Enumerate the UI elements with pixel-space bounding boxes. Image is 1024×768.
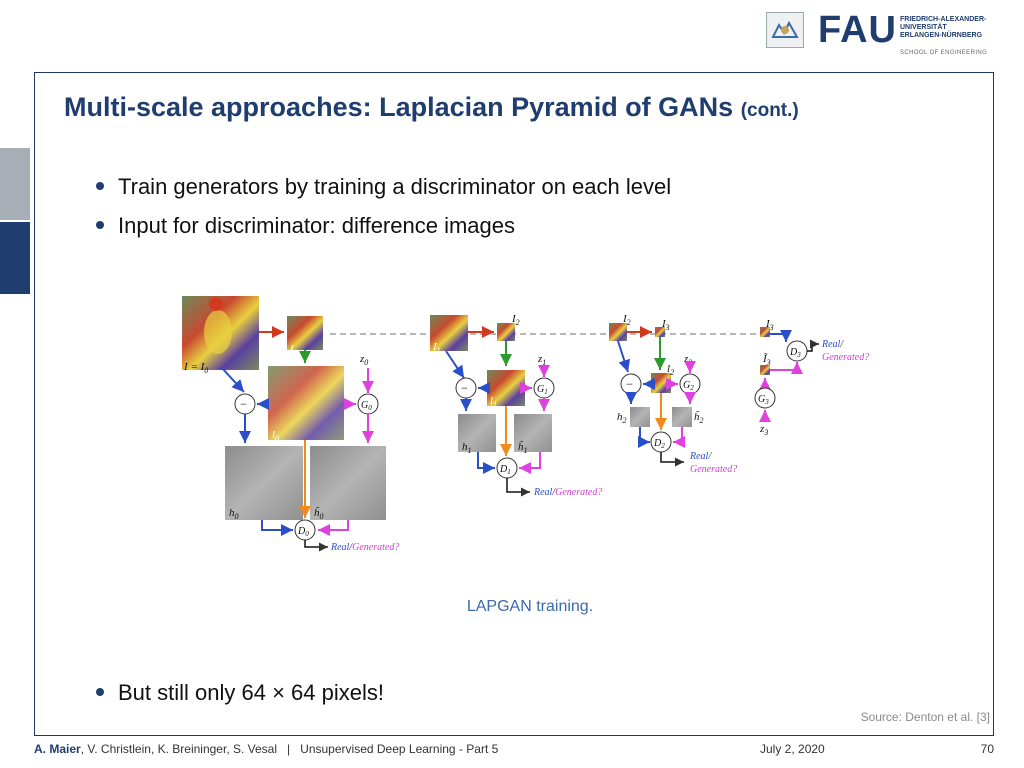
label-h1-tilde: h̃1: [518, 440, 528, 455]
bullet-3: But still only 64 × 64 pixels!: [96, 680, 384, 706]
image-I3: [655, 327, 665, 337]
bullet-dot-icon: [96, 688, 104, 697]
svg-text:−: −: [240, 397, 247, 411]
label-z1: z1: [537, 353, 546, 367]
label-h0: h0: [229, 507, 239, 521]
image-I2-level2: [609, 323, 627, 341]
source-citation: Source: Denton et al. [3]: [860, 710, 990, 724]
side-tab-lower: [0, 222, 30, 294]
bullet-1: Train generators by training a discrimin…: [96, 174, 671, 200]
svg-text:−: −: [626, 377, 633, 391]
svg-text:G0: G0: [361, 400, 372, 412]
label-z0: z0: [359, 353, 368, 367]
image-l1: [487, 370, 525, 406]
fau-school: SCHOOL OF ENGINEERING: [900, 50, 988, 56]
svg-text:I3: I3: [765, 318, 774, 332]
svg-text:D3: D3: [789, 347, 801, 359]
label-h2-tilde: h̃2: [694, 410, 704, 425]
output-label-2-real: Real/: [689, 451, 712, 462]
output-label-2-generated: Generated?: [690, 464, 737, 475]
image-I1: [287, 316, 323, 350]
image-h1: [458, 414, 496, 452]
label-z3: z3: [759, 423, 768, 437]
image-h2: [630, 407, 650, 427]
svg-text:G3: G3: [758, 394, 769, 406]
svg-text:D2: D2: [653, 438, 665, 450]
image-I3-tilde: [760, 365, 770, 375]
svg-text:D1: D1: [499, 464, 511, 476]
label-I1: I1: [289, 343, 298, 357]
figure-caption: LAPGAN training.: [466, 598, 594, 615]
side-tab-upper: [0, 148, 30, 220]
label-I3: I3: [661, 318, 670, 332]
fau-logo-word: FAU: [818, 9, 897, 51]
image-h2-tilde: [672, 407, 692, 427]
svg-text:I1: I1: [432, 341, 441, 355]
footer-page-number: 70: [980, 742, 994, 756]
output-label-3-real: Real/: [821, 339, 844, 350]
label-h1: h1: [462, 441, 472, 455]
svg-text:D0: D0: [297, 526, 309, 538]
image-l0: [268, 366, 344, 440]
bullet-dot-icon: [96, 182, 104, 191]
label-I2: I2: [511, 313, 520, 327]
image-h0-tilde: [310, 446, 386, 520]
image-I3-level3: [760, 327, 770, 337]
fau-emblem-icon: [766, 12, 804, 48]
svg-text:−: −: [461, 381, 468, 395]
bullet-dot-icon: [96, 221, 104, 230]
label-l1: l1: [490, 395, 497, 409]
image-h1-tilde: [514, 414, 552, 452]
image-I2: [497, 323, 515, 341]
output-label-1: Real/Generated?: [533, 487, 602, 498]
image-h0: [225, 446, 303, 520]
output-label-0: Real/Generated?: [330, 542, 399, 553]
label-l2: l2: [667, 363, 674, 377]
svg-text:G2: G2: [683, 380, 694, 392]
output-label-3-generated: Generated?: [822, 352, 869, 363]
bullet-2: Input for discriminator: difference imag…: [96, 213, 515, 239]
svg-text:I2: I2: [622, 313, 631, 327]
node-G3: [754, 387, 776, 409]
slide-title: Multi-scale approaches: Laplacian Pyrami…: [64, 92, 799, 122]
fau-logo-text: FRIEDRICH-ALEXANDER- UNIVERSITÄT ERLANGE…: [900, 16, 987, 39]
footer-date: July 2, 2020: [760, 742, 825, 756]
slide-frame: [34, 72, 994, 736]
footer-authors: A. Maier, V. Christlein, K. Breininger, …: [34, 742, 499, 756]
label-z2: z2: [683, 353, 692, 367]
label-h2: h2: [617, 411, 627, 425]
footer-course: Unsupervised Deep Learning - Part 5: [300, 742, 499, 756]
svg-text:G1: G1: [537, 384, 548, 396]
label-h0-tilde: h̃0: [314, 506, 324, 521]
image-I1-level1: [430, 315, 468, 351]
label-l0: l0: [272, 429, 279, 443]
label-I0: I = I0: [183, 361, 208, 375]
label-I3-tilde: Ĩ3: [762, 353, 771, 367]
image-l2: [651, 373, 671, 393]
footer: A. Maier, V. Christlein, K. Breininger, …: [34, 742, 994, 762]
